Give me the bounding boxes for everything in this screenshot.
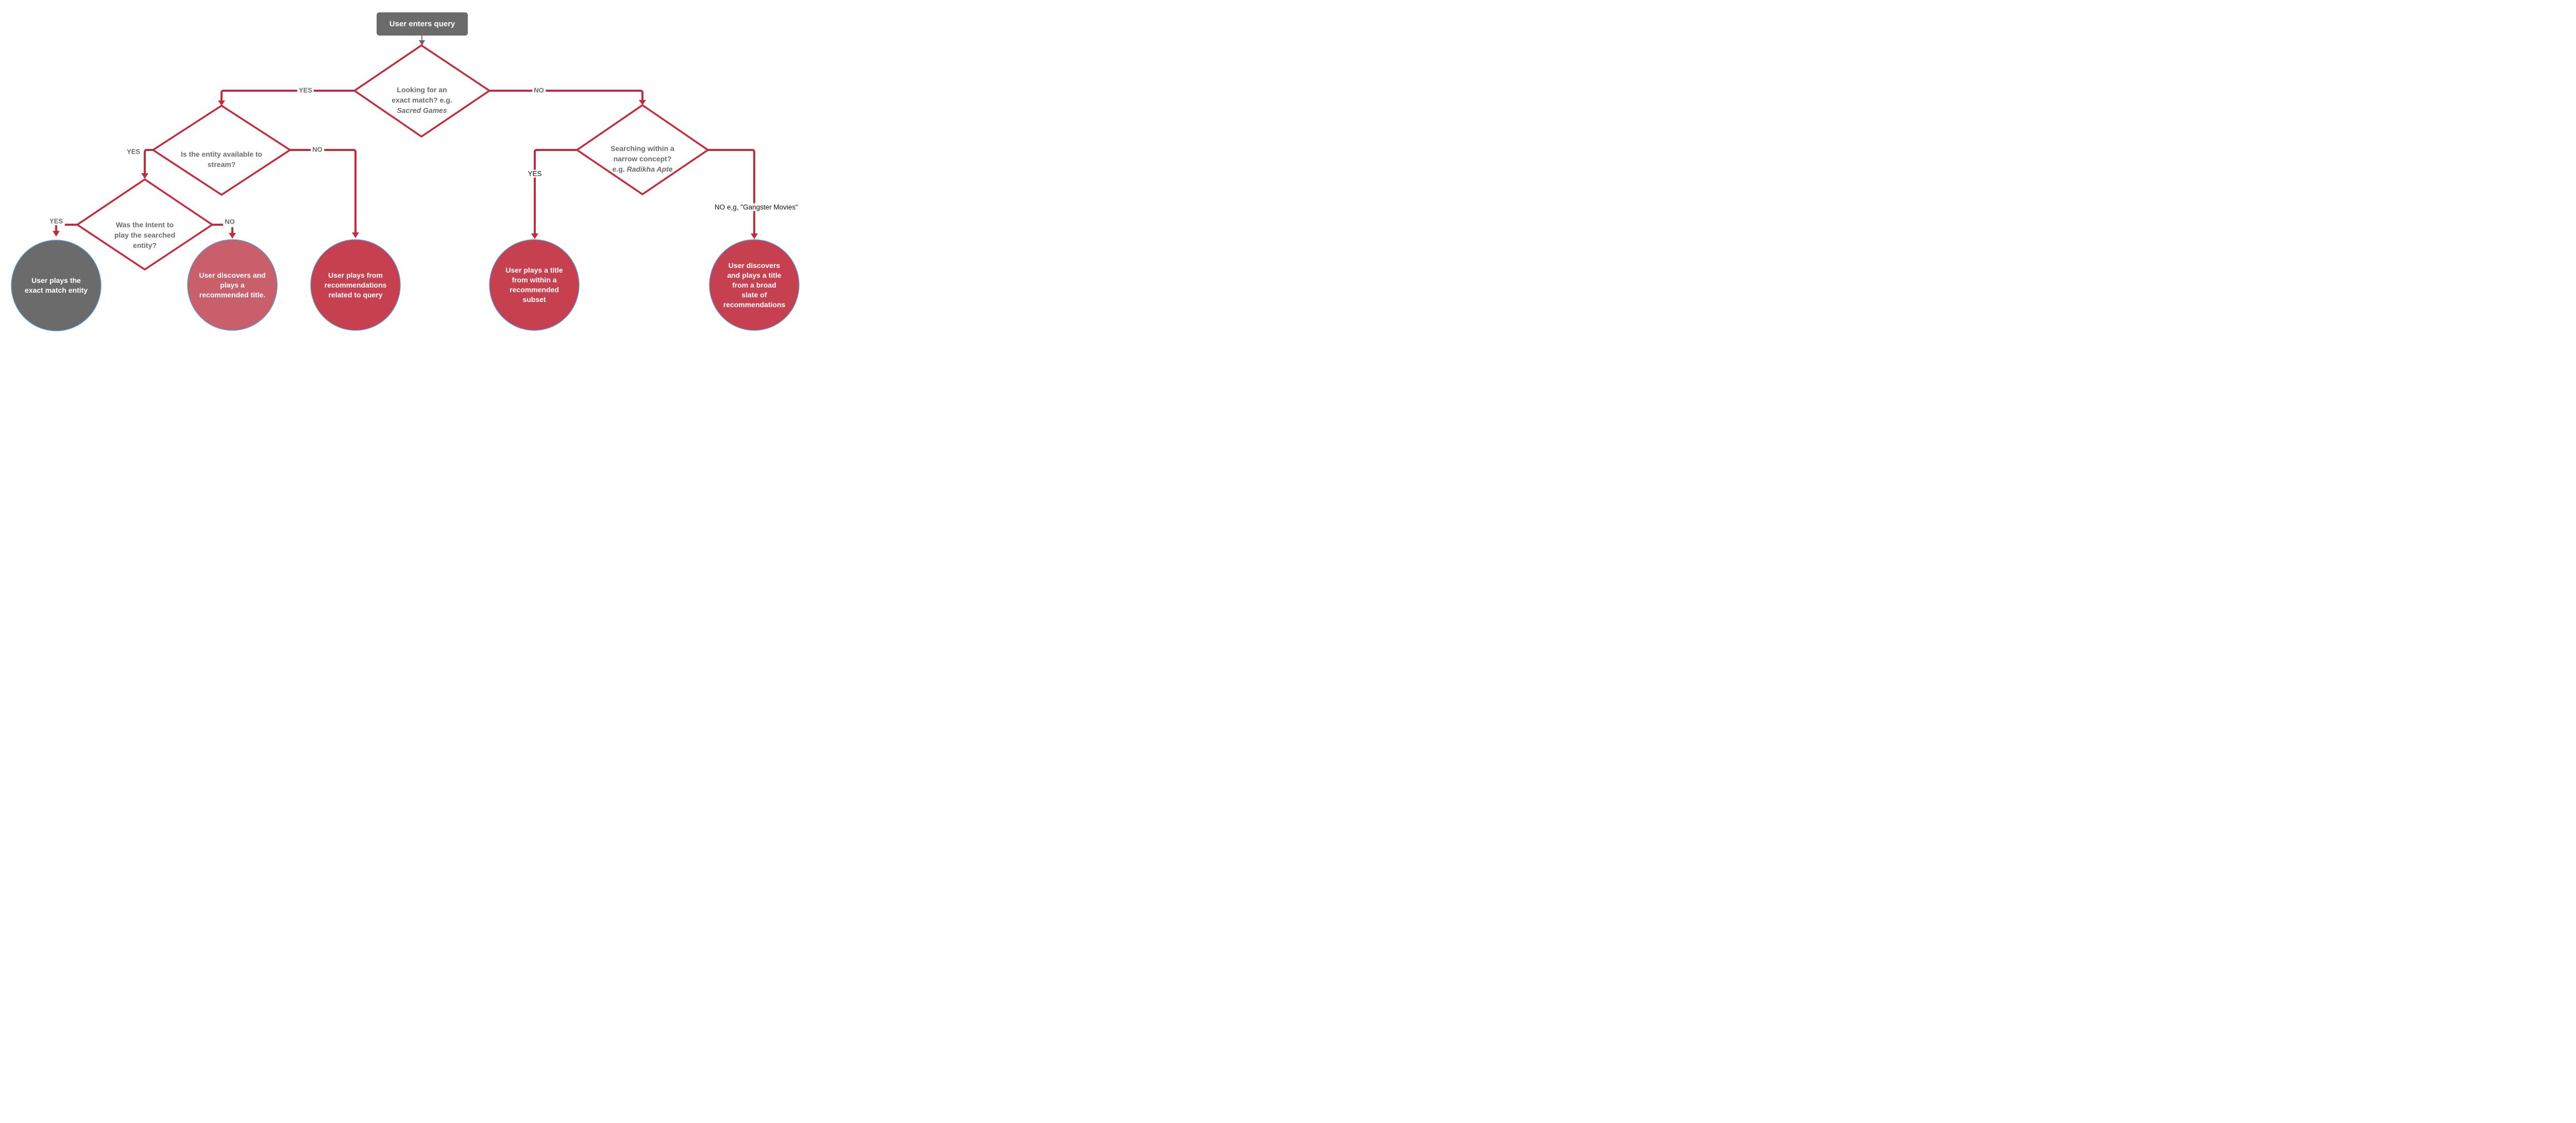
outcome-discover-recommended-text: User discovers and plays a recommended t… [199,271,266,299]
decision-available-to-stream-text: Is the entity available to stream? [153,139,290,170]
decision-available-to-stream-question: Is the entity available to stream? [181,150,262,169]
outcome-recommendations-related-text: User plays from recommendations related … [324,271,387,299]
label-yes-intent: YES [47,217,65,225]
arrowhead-into-stream-diamond-icon [218,100,225,106]
flowchart-shapes [11,36,800,331]
decision-exact-match-diamond [353,44,490,138]
outcome-recommended-subset-text: User plays a title from within a recomme… [505,266,563,304]
outcome-discover-recommended-circle [187,239,278,331]
label-no-intent: NO [223,217,236,226]
decision-exact-match-question: Looking for an exact match? e.g. [392,86,452,104]
decision-exact-match-example: Sacred Games [397,106,447,114]
decision-intent-to-play-question: Was the Intent to play the searched enti… [114,221,176,249]
decision-narrow-concept-question: Searching within a narrow concept? [611,144,674,163]
label-yes-exact-match: YES [297,86,314,94]
outcome-broad-slate-circle [709,239,800,331]
start-node-label: User enters query [389,20,455,28]
label-no-stream: NO [311,145,324,154]
outcome-recommendations-related-circle [310,239,401,331]
outcome-recommended-subset-circle [489,239,580,331]
arrowhead-into-recommendations-circle-icon [352,232,359,238]
edge-no-to-broad-slate-circle [708,149,755,234]
outcome-exact-match-text: User plays the exact match entity [24,276,88,294]
decision-narrow-concept-text: Searching within a narrow concept? e.g. … [578,133,707,185]
outcome-broad-slate-text: User discovers and plays a title from a … [723,261,786,309]
decision-narrow-concept-example: Radikha Apte [626,165,673,173]
edge-yes-to-intent-diamond [144,149,153,174]
arrowhead-into-narrow-concept-diamond-icon [639,100,646,105]
label-no-narrow-concept: NO e,g, "Gangster Movies" [713,203,800,211]
outcome-exact-match-circle [11,240,101,331]
decision-intent-to-play-diamond [76,178,213,271]
label-no-exact-match: NO [532,86,546,94]
label-yes-stream: YES [125,147,142,156]
arrowhead-into-exact-match-circle-icon [53,231,60,237]
decision-narrow-concept-eg: e.g. [612,165,625,173]
edge-no-to-narrow-concept-diamond [489,90,643,100]
start-node: User enters query [377,12,468,36]
edge-yes-to-stream-diamond [221,90,354,101]
decision-narrow-concept-diamond [576,104,709,195]
decision-intent-to-play-text: Was the Intent to play the searched enti… [76,209,213,250]
flowchart-canvas: User enters query Looking for an exact m… [0,0,808,340]
label-yes-narrow-concept: YES [526,170,544,178]
edge-no-to-recommendations-circle [290,149,357,233]
start-connector-arrowhead-icon [419,40,425,46]
arrowhead-into-subset-circle-icon [531,233,538,239]
decision-narrow-concept-example-line: e.g. Radikha Apte [578,164,707,174]
arrowhead-into-intent-diamond-icon [141,173,148,179]
decision-available-to-stream-diamond [152,105,291,196]
arrowhead-into-discover-circle-icon [229,233,236,239]
arrowhead-into-broad-slate-circle-icon [751,233,758,239]
decision-exact-match-text: Looking for an exact match? e.g. Sacred … [354,74,489,126]
edge-yes-to-subset-circle [534,149,577,234]
